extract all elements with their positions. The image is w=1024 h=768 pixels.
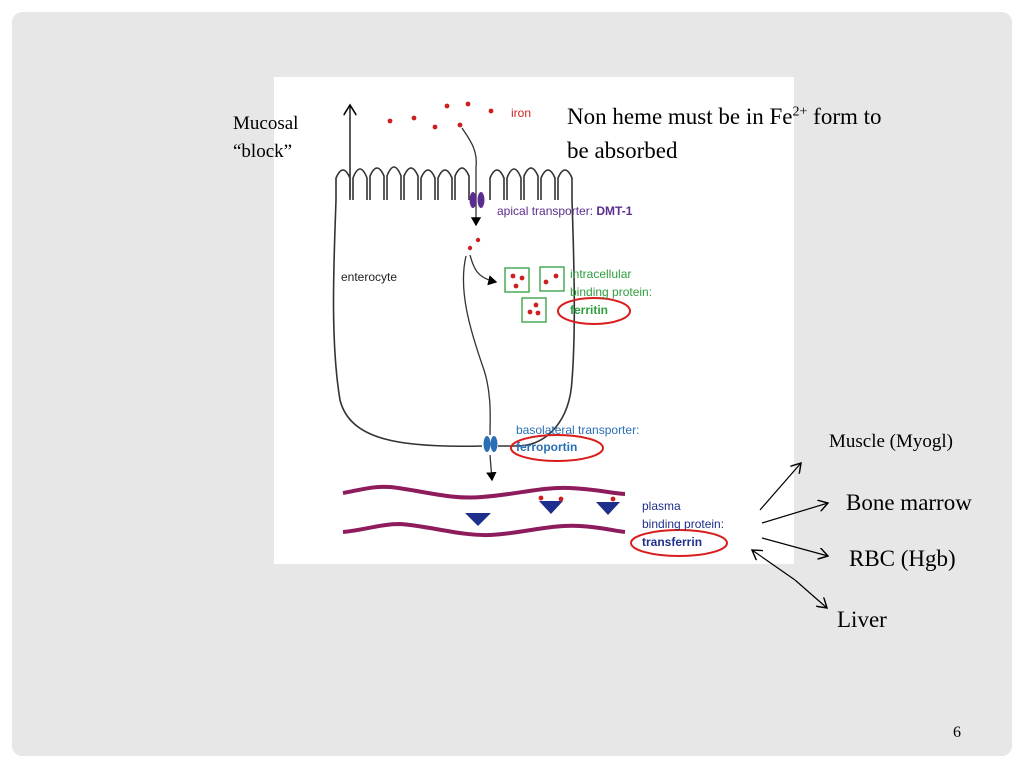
basolateral-label: basolateral transporter: bbox=[516, 423, 640, 437]
iron-dot bbox=[465, 101, 471, 107]
iron-dot bbox=[387, 118, 393, 124]
vessel-wall-bottom bbox=[342, 521, 626, 538]
target-bone-marrow: Bone marrow bbox=[846, 490, 972, 515]
iron-dot bbox=[488, 108, 494, 114]
arrow-to-rbc bbox=[761, 537, 828, 556]
heading-text-part1: Non heme must be in Fe bbox=[567, 104, 793, 129]
ferritin-label-line1: intracellular bbox=[570, 267, 632, 281]
mucosal-block-label-line1: Mucosal bbox=[233, 113, 299, 134]
arrow-to-bone-marrow bbox=[761, 503, 828, 524]
iron-dot bbox=[610, 496, 616, 502]
enterocyte-membrane bbox=[335, 166, 573, 200]
dmt1-label-name: DMT-1 bbox=[596, 204, 633, 218]
ferritin-box-icon bbox=[521, 297, 547, 323]
heading-text-part2: form to bbox=[807, 104, 882, 129]
ferritin-box-icon bbox=[504, 267, 530, 293]
iron-dots bbox=[387, 101, 494, 130]
vessel-wall-top bbox=[342, 484, 626, 500]
arrow-to-liver bbox=[794, 579, 827, 608]
iron-transit-path bbox=[462, 255, 491, 436]
dmt1-label: apical transporter: DMT-1 bbox=[497, 204, 632, 218]
enterocyte-outline bbox=[332, 199, 576, 448]
enterocyte-label: enterocyte bbox=[341, 270, 398, 284]
ferritin-arrow bbox=[469, 254, 498, 286]
target-liver: Liver bbox=[837, 607, 887, 632]
transferrin-icon bbox=[539, 501, 563, 514]
ferritin-box-icon bbox=[539, 266, 565, 292]
iron-exit-path bbox=[486, 454, 497, 482]
transferrin-highlight-ring bbox=[630, 529, 728, 557]
iron-dot bbox=[411, 115, 417, 121]
iron-label: iron bbox=[511, 106, 532, 120]
mucosal-block-label-line2: “block” bbox=[233, 141, 293, 162]
iron-dot bbox=[444, 103, 450, 109]
transferrin-label: transferrin bbox=[642, 535, 703, 549]
transferrin-icon bbox=[465, 513, 491, 526]
dmt1-label-prefix: apical transporter: bbox=[497, 204, 597, 218]
target-muscle: Muscle (Myogl) bbox=[829, 431, 954, 452]
iron-dot bbox=[538, 495, 544, 501]
page-number: 6 bbox=[953, 724, 961, 741]
iron-entry-path bbox=[461, 127, 482, 227]
plasma-binding-label: binding protein: bbox=[642, 517, 725, 531]
transferrin-icon bbox=[596, 502, 620, 515]
absorption-heading-line1: Non heme must be in Fe2+ form to bbox=[567, 104, 882, 130]
target-rbc: RBC (Hgb) bbox=[849, 546, 956, 571]
iron-dot bbox=[467, 245, 473, 251]
ferroportin-label: ferroportin bbox=[516, 440, 578, 454]
ferroportin-highlight-ring bbox=[510, 434, 604, 462]
ferritin-label-line2: binding protein: bbox=[570, 285, 653, 299]
plasma-label: plasma bbox=[642, 499, 681, 513]
dmt1-transporter-icon bbox=[469, 192, 485, 208]
iron-dot bbox=[432, 124, 438, 130]
arrow-from-liver bbox=[752, 550, 796, 581]
absorption-heading-line2: be absorbed bbox=[567, 138, 678, 163]
ferritin-label-name: ferritin bbox=[570, 303, 609, 317]
iron-dot bbox=[558, 496, 564, 502]
ferritin-highlight-ring bbox=[557, 297, 631, 325]
heading-superscript: 2+ bbox=[792, 104, 808, 120]
arrow-to-muscle bbox=[759, 463, 801, 511]
ferroportin-transporter-icon bbox=[483, 436, 498, 452]
iron-dot bbox=[475, 237, 481, 243]
iron-dot bbox=[457, 122, 463, 128]
